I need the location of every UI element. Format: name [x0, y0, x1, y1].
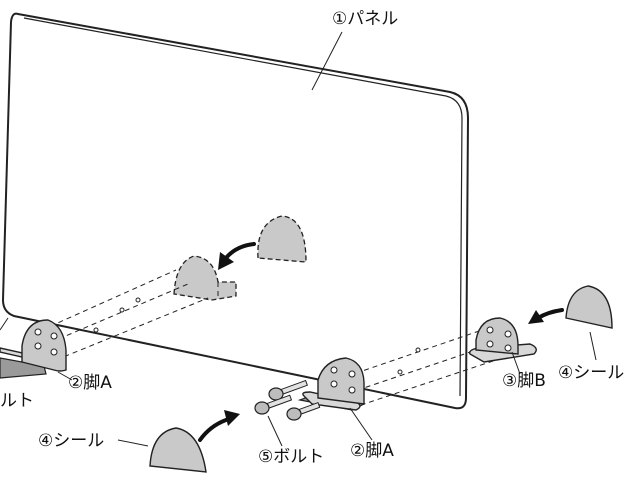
seal-right-label: ④シール	[558, 363, 624, 383]
bolts	[254, 379, 321, 421]
leg-b	[468, 317, 537, 363]
panel-label: ①パネル	[332, 9, 398, 29]
seal-bottom-leader	[117, 439, 149, 447]
seal-bottom	[149, 427, 207, 473]
arrow-seal-right-to-leg-b	[528, 308, 564, 324]
leg-a-left	[0, 317, 67, 379]
seal-bottom-label: ④シール	[38, 431, 104, 451]
ghost-leg-position	[173, 255, 237, 301]
seal-right	[565, 285, 613, 329]
bolt	[268, 379, 308, 401]
bolt-center-label: ⑤ボルト	[258, 447, 324, 467]
panel-leader-line	[311, 31, 343, 91]
leg-a-center	[297, 357, 366, 411]
leg-b-label: ③脚B	[502, 371, 546, 391]
leg-a-center-label: ②脚A	[350, 441, 394, 461]
bolt	[254, 394, 293, 415]
bolt-center-leader	[267, 415, 283, 447]
arrow-seal-to-leg	[218, 242, 256, 270]
arrow-seal-bottom-to-leg-a	[198, 410, 240, 442]
leg-b-leader	[511, 351, 521, 375]
ghost-seal-target	[257, 215, 307, 263]
panel	[1, 12, 470, 410]
bolt-left-label-partial: ルト	[0, 391, 34, 411]
seal-right-leader	[589, 331, 597, 361]
bolt	[286, 401, 321, 421]
leg-a-left-leader	[57, 371, 73, 381]
dashed-lines-left	[41, 269, 209, 361]
leg-a-center-leader	[349, 407, 373, 441]
leg-a-left-label: ②脚A	[68, 373, 112, 393]
